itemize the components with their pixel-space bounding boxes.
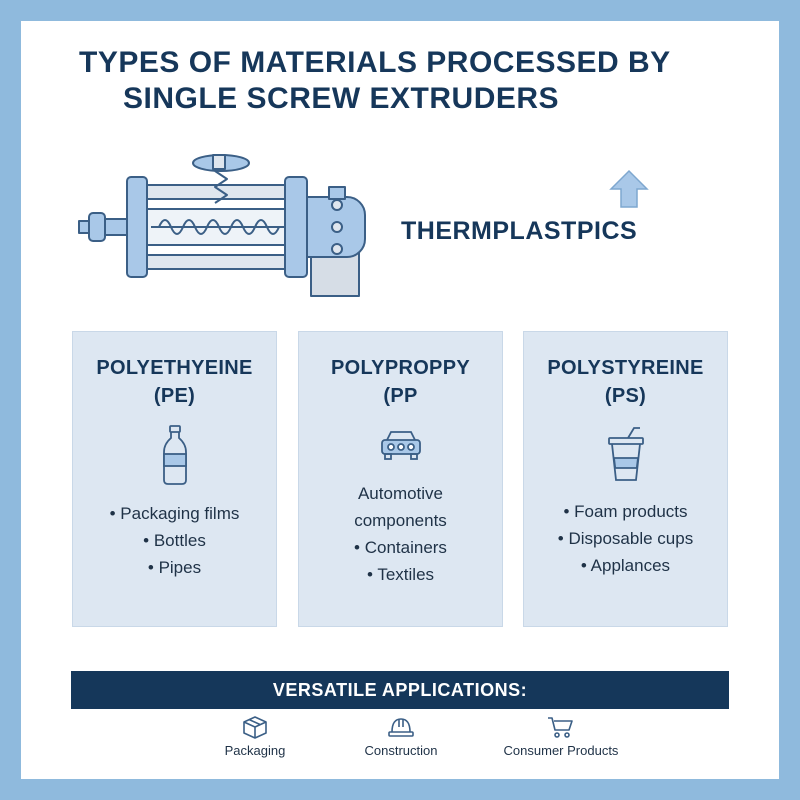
applications-banner: VERSATILE APPLICATIONS: (71, 671, 729, 709)
material-name: POLYSTYREINE (PS) (524, 354, 727, 410)
application-label: Consumer Products (503, 743, 619, 758)
material-name-line-1: POLYPROPPY (331, 357, 470, 379)
list-item: • Textiles (366, 565, 435, 584)
material-name: POLYETHYEINE (PE) (73, 354, 276, 410)
use-list: • Foam products • Disposable cups • Appl… (524, 498, 727, 579)
shopping-cart-icon (548, 717, 573, 738)
screw-icon (151, 219, 286, 235)
application-consumer-products: Consumer Products (491, 715, 631, 758)
application-label: Packaging (224, 743, 286, 758)
cup-icon (607, 427, 644, 481)
arrow-up-icon (609, 169, 649, 208)
bottle-icon (162, 425, 187, 485)
list-item: • Containers (354, 538, 447, 557)
list-item: • Disposable cups (557, 529, 694, 548)
application-label: Construction (364, 743, 438, 758)
title-line-1: TYPES OF MATERIALS PROCESSED BY (79, 46, 671, 79)
die-bolt (331, 199, 343, 211)
list-item: Automotive (357, 484, 444, 503)
car-icon (380, 431, 421, 460)
hopper-hub (212, 154, 226, 170)
list-item: • Pipes (147, 558, 202, 577)
infographic-card: TYPES OF MATERIALS PROCESSED BY SINGLE S… (21, 21, 779, 779)
tie-rod-bottom (130, 254, 302, 270)
drive-shaft (104, 218, 128, 236)
list-item: • Foam products (563, 502, 688, 521)
material-panel-pe: POLYETHYEINE (PE) • Packaging films • Bo… (72, 331, 277, 627)
right-flange (284, 176, 308, 278)
drive-knob (88, 212, 106, 242)
die-bolt (331, 243, 343, 255)
list-item: components (354, 511, 447, 530)
hard-hat-icon (388, 718, 414, 737)
use-list: • Packaging films • Bottles • Pipes (73, 500, 276, 581)
feed-screw (214, 170, 228, 204)
material-name-line-1: POLYSTYREINE (547, 357, 704, 379)
material-panel-pp: POLYPROPPY (PP Automotive components • C… (298, 331, 503, 627)
title-line-2: SINGLE SCREW EXTRUDERS (123, 82, 560, 115)
category-label: THERMPLASTPICS (401, 217, 638, 245)
extruder-illustration (78, 154, 366, 297)
material-name: POLYPROPPY (PP (299, 354, 502, 410)
list-item: • Bottles (143, 531, 206, 550)
die-bolt (331, 221, 343, 233)
application-construction: Construction (351, 715, 451, 758)
drive-knob-cap (78, 220, 90, 234)
page-title: TYPES OF MATERIALS PROCESSED BY SINGLE S… (79, 45, 719, 117)
application-packaging: Packaging (205, 715, 305, 758)
list-item: • Applances (580, 556, 671, 575)
package-icon (243, 716, 267, 739)
material-panel-ps: POLYSTYREINE (PS) • Foam products • Disp… (523, 331, 728, 627)
left-flange (126, 176, 148, 278)
list-item: • Packaging films (109, 504, 240, 523)
material-name-line-2: (PS) (604, 385, 647, 407)
extruder-base (310, 251, 360, 297)
use-list: Automotive components • Containers • Tex… (299, 480, 502, 588)
material-name-line-2: (PE) (153, 385, 196, 407)
material-name-line-1: POLYETHYEINE (96, 357, 253, 379)
material-name-line-2: (PP (383, 385, 418, 407)
die-head-cap (328, 186, 346, 200)
